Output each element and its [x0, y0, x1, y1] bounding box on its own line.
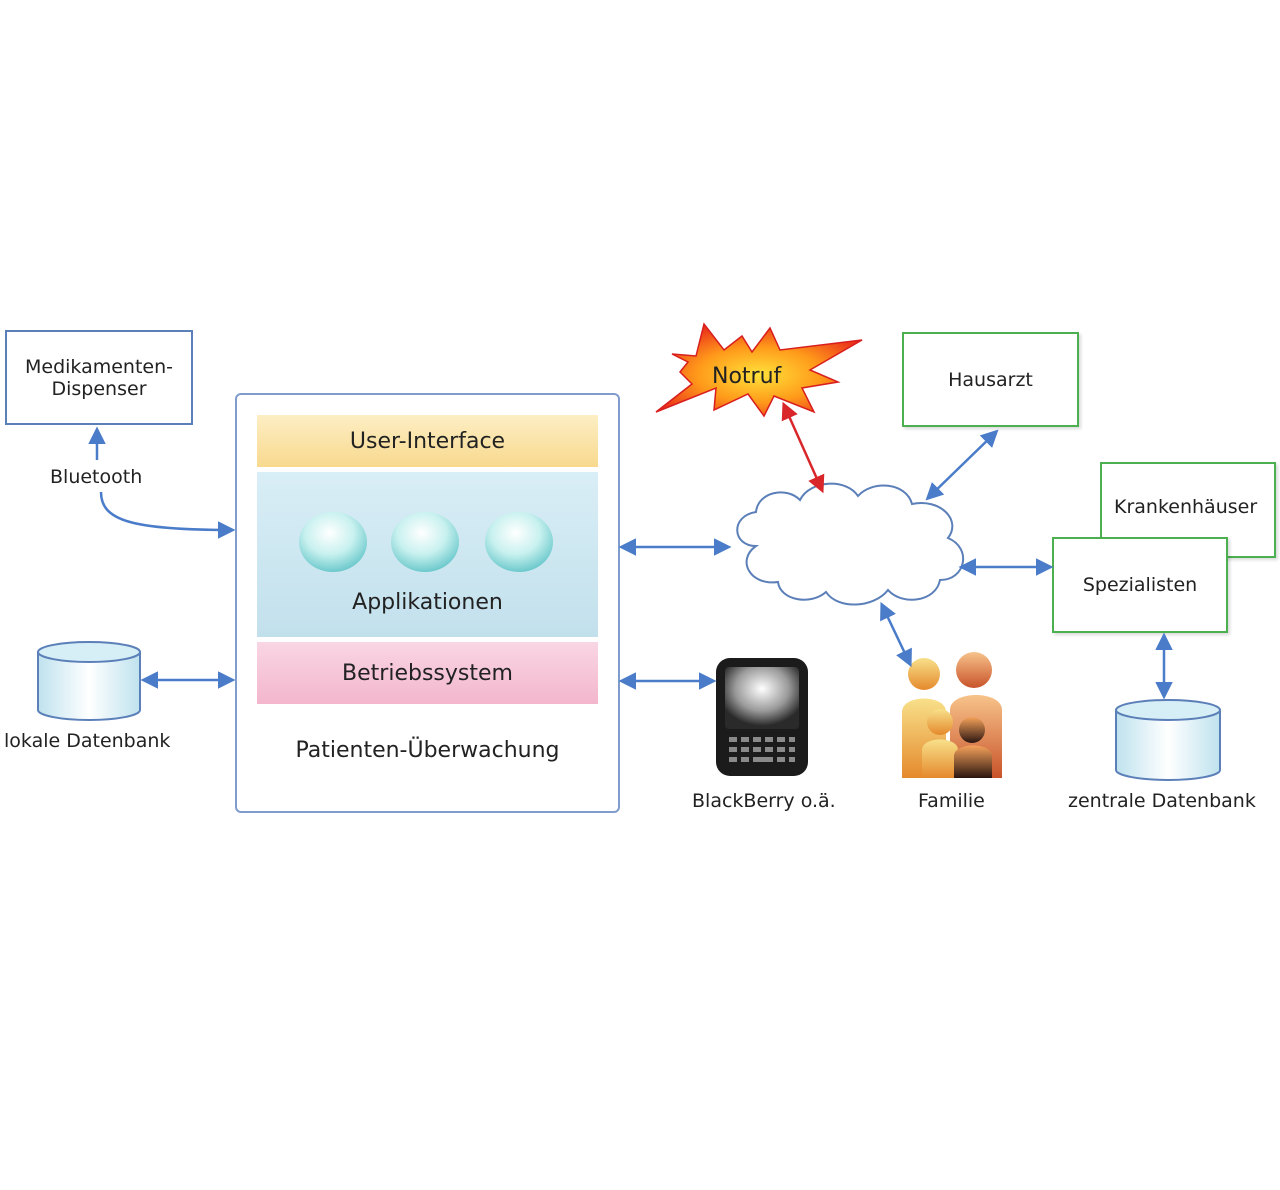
- general-practitioner-label: Hausarzt: [948, 368, 1033, 391]
- arrow-bluetooth-main: [99, 491, 236, 539]
- medication-dispenser-box: Medikamenten- Dispenser: [5, 330, 193, 425]
- applications-label: Applikationen: [352, 590, 503, 615]
- operating-system-label: Betriebssystem: [342, 660, 513, 686]
- emergency-starburst-icon: [655, 322, 863, 418]
- blackberry-device-icon: [716, 658, 808, 776]
- network-cloud-icon: [736, 482, 965, 606]
- hospitals-label: Krankenhäuser: [1114, 496, 1258, 518]
- blackberry-label: BlackBerry o.ä.: [692, 790, 836, 812]
- central-database-label: zentrale Datenbank: [1068, 790, 1256, 812]
- operating-system-layer: Betriebssystem: [257, 642, 598, 704]
- local-database-icon: [37, 641, 141, 721]
- emergency-label: Notruf: [712, 364, 782, 389]
- user-interface-layer: User-Interface: [257, 415, 598, 467]
- specialists-box: Spezialisten: [1052, 537, 1228, 633]
- general-practitioner-box: Hausarzt: [902, 332, 1079, 427]
- arrow-cloud-gp: [925, 429, 999, 501]
- user-interface-label: User-Interface: [349, 428, 506, 454]
- arrow-cloud-family: [880, 601, 912, 668]
- arrow-cloud-emergency: [781, 401, 825, 494]
- family-icon: [902, 652, 1002, 778]
- hospitals-box: Krankenhäuser: [1100, 462, 1276, 558]
- applications-layer: Applikationen: [257, 472, 598, 637]
- bluetooth-label: Bluetooth: [50, 466, 143, 488]
- central-database-icon: [1115, 699, 1221, 781]
- application-bubbles-icon: [299, 512, 553, 572]
- local-database-label: lokale Datenbank: [4, 730, 171, 752]
- dispenser-label-line1: Medikamenten-: [24, 355, 173, 378]
- patient-monitoring-caption: Patienten-Überwachung: [295, 738, 560, 763]
- family-label: Familie: [918, 790, 985, 812]
- dispenser-label-line2: Dispenser: [51, 377, 147, 400]
- specialists-label: Spezialisten: [1082, 574, 1198, 596]
